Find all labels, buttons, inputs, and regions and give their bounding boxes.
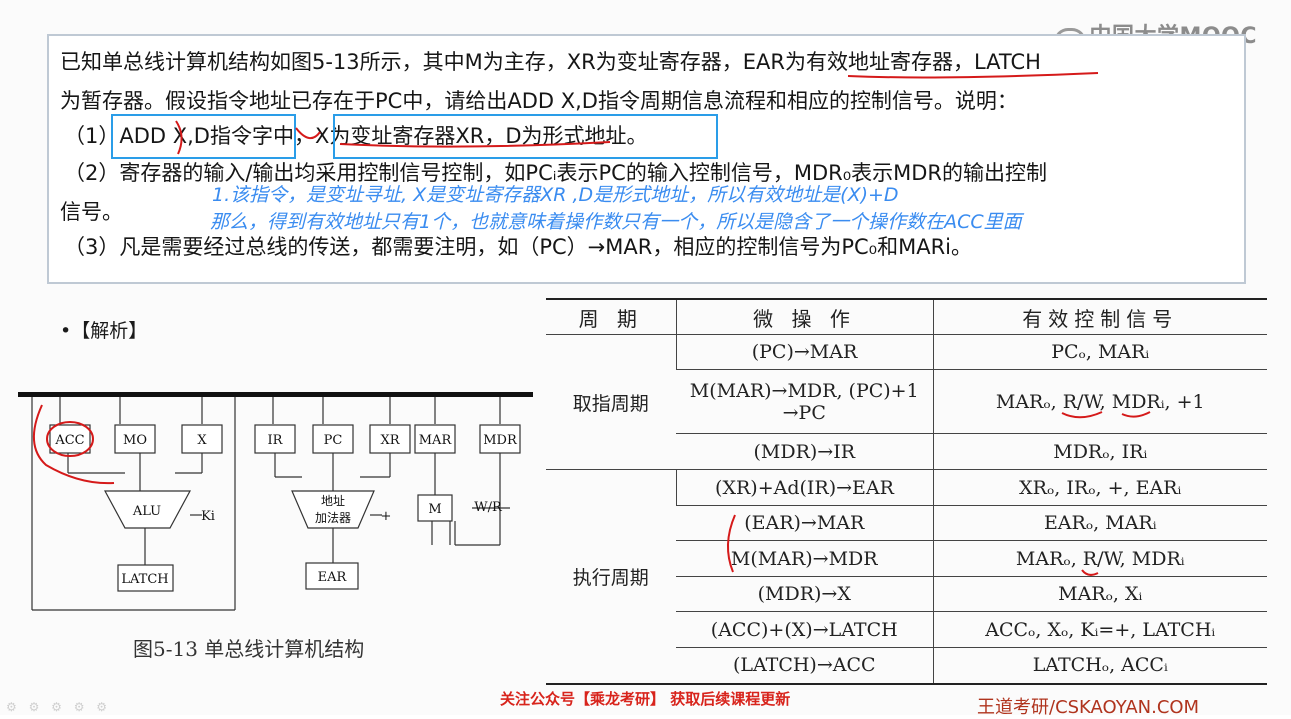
header-cycle: 周 期 [546, 298, 676, 335]
highlight-box-add [111, 114, 296, 159]
micro-op-line-1: M(MAR)→MDR, (PC)+1 [689, 379, 919, 402]
alu-label: ALU [132, 504, 161, 519]
signal-cell: MARₒ, Xᵢ [932, 576, 1267, 612]
exec-cycle-label: 执行周期 [546, 469, 676, 684]
m-label: M [428, 502, 441, 517]
acc-label: ACC [54, 433, 84, 448]
latch-block [117, 564, 174, 592]
question-red-ink [175, 72, 1099, 155]
xr-label: XR [380, 433, 400, 448]
question-line-4: （2）寄存器的输入/输出均采用控制信号控制，如PCᵢ表示PC的输入控制信号，MD… [64, 161, 1048, 185]
latch-label: LATCH [121, 572, 168, 587]
micro-op-cell: (LATCH)→ACC [676, 647, 933, 684]
figure-caption: 图5-13 单总线计算机结构 [133, 637, 365, 661]
x-label: X [197, 433, 207, 448]
ki-label: Ki [201, 509, 215, 524]
x-block [181, 424, 223, 454]
micro-op-cell: (EAR)→MAR [676, 505, 933, 541]
header-signal: 有效控制信号 [932, 298, 1267, 335]
player-controls-icon[interactable]: ⚙ ⚙ ⚙ ⚙ ⚙ [6, 700, 112, 714]
question-line-6: （3）凡是需要经过总线的传送，都需要注明，如（PC）→MAR，相应的控制信号为P… [64, 235, 973, 259]
micro-op-cell: M(MAR)→MDR, (PC)+1 →PC [676, 369, 933, 434]
question-line-5: 信号。 [60, 200, 123, 224]
adder-label-2: 加法器 [315, 511, 351, 525]
micro-op-cell: (ACC)+(X)→LATCH [676, 611, 933, 648]
micro-op-cell: (MDR)→IR [676, 433, 933, 470]
pc-label: PC [324, 433, 343, 448]
single-bus-diagram: ACC MO X IR PC XR MAR MDR ALU LATCH EAR … [18, 392, 533, 611]
ir-block [254, 424, 296, 454]
annotation-line-1: 1.该指令，是变址寻址, X是变址寄存器XR ,D是形式地址，所以有效地址是(X… [212, 184, 899, 206]
signal-cell: MDRₒ, IRᵢ [932, 433, 1267, 470]
signal-cell: MARₒ, R/W, MDRᵢ, +1 [932, 369, 1267, 434]
table-row: (LATCH)→ACC LATCHₒ, ACCᵢ [546, 647, 1267, 684]
fetch-cycle-label: 取指周期 [546, 334, 676, 470]
table-row: M(MAR)→MDR, (PC)+1 →PC MARₒ, R/W, MDRᵢ, … [546, 369, 1267, 434]
memory-block [417, 494, 453, 522]
footer-promo: 关注公众号【乘龙考研】 获取后续课程更新 [500, 690, 791, 708]
micro-op-line-2: →PC [782, 401, 826, 424]
micro-op-cell: (PC)→MAR [675, 334, 933, 370]
acc-block [49, 424, 91, 454]
xr-block [369, 424, 411, 454]
table-row: (EAR)→MAR EARₒ, MARᵢ [546, 505, 1267, 541]
address-adder-block [291, 490, 375, 529]
highlight-box-xr [333, 114, 718, 159]
mar-label: MAR [419, 433, 453, 448]
mdr-block [479, 424, 521, 454]
ir-label: IR [268, 433, 284, 448]
micro-op-cell: (MDR)→X [676, 576, 933, 612]
signal-cell: LATCHₒ, ACCᵢ [932, 647, 1267, 684]
ear-block [305, 562, 359, 590]
analysis-label: •【解析】 [60, 320, 148, 342]
mdr-label: MDR [483, 433, 518, 448]
micro-op-table: 周 期 微 操 作 有效控制信号 取指周期 (PC)→MAR PCₒ, MARᵢ… [546, 298, 1267, 685]
system-bus [18, 392, 533, 397]
table-row: M(MAR)→MDR MARₒ, R/W, MDRᵢ [546, 540, 1267, 577]
footer-brand: 王道考研/CSKAOYAN.COM [977, 697, 1200, 718]
micro-op-cell: M(MAR)→MDR [676, 540, 933, 577]
mar-block [414, 424, 456, 454]
alu-block [103, 490, 192, 529]
table-row: (MDR)→IR MDRₒ, IRᵢ [546, 433, 1267, 470]
table-row: 取指周期 (PC)→MAR PCₒ, MARᵢ [546, 334, 1267, 470]
table-row: 执行周期 (XR)+Ad(IR)→EAR XRₒ, IRₒ, +, EARᵢ [546, 469, 1267, 684]
signal-cell: PCₒ, MARᵢ [932, 334, 1267, 370]
mo-label: MO [123, 433, 147, 448]
header-micro-op: 微 操 作 [675, 298, 933, 335]
question-line-1: 已知单总线计算机结构如图5-13所示，其中M为主存，XR为变址寄存器，EAR为有… [60, 50, 1041, 74]
table-header-row: 周 期 微 操 作 有效控制信号 [546, 298, 1267, 335]
signal-cell: MARₒ, R/W, MDRᵢ [932, 540, 1267, 577]
ear-label: EAR [318, 570, 348, 585]
adder-label-1: 地址 [321, 494, 345, 508]
question-line-2: 为暂存器。假设指令地址已存在于PC中，请给出ADD X,D指令周期信息流程和相应… [60, 89, 1018, 113]
table-row: (MDR)→X MARₒ, Xᵢ [546, 576, 1267, 612]
micro-op-cell: (XR)+Ad(IR)→EAR [675, 469, 933, 506]
table-row: (ACC)+(X)→LATCH ACCₒ, Xₒ, Kᵢ=+, LATCHᵢ [546, 611, 1267, 648]
annotation-line-2: 那么，得到有效地址只有1个，也就意味着操作数只有一个，所以是隐含了一个操作数在A… [210, 211, 1022, 233]
signal-cell: XRₒ, IRₒ, +, EARᵢ [932, 469, 1267, 506]
pc-block [312, 424, 354, 454]
signal-cell: ACCₒ, Xₒ, Kᵢ=+, LATCHᵢ [932, 611, 1267, 648]
wr-label: W/R [474, 500, 503, 515]
plus-label: + [381, 509, 392, 524]
mo-block [114, 424, 156, 454]
signal-cell: EARₒ, MARᵢ [932, 505, 1267, 541]
